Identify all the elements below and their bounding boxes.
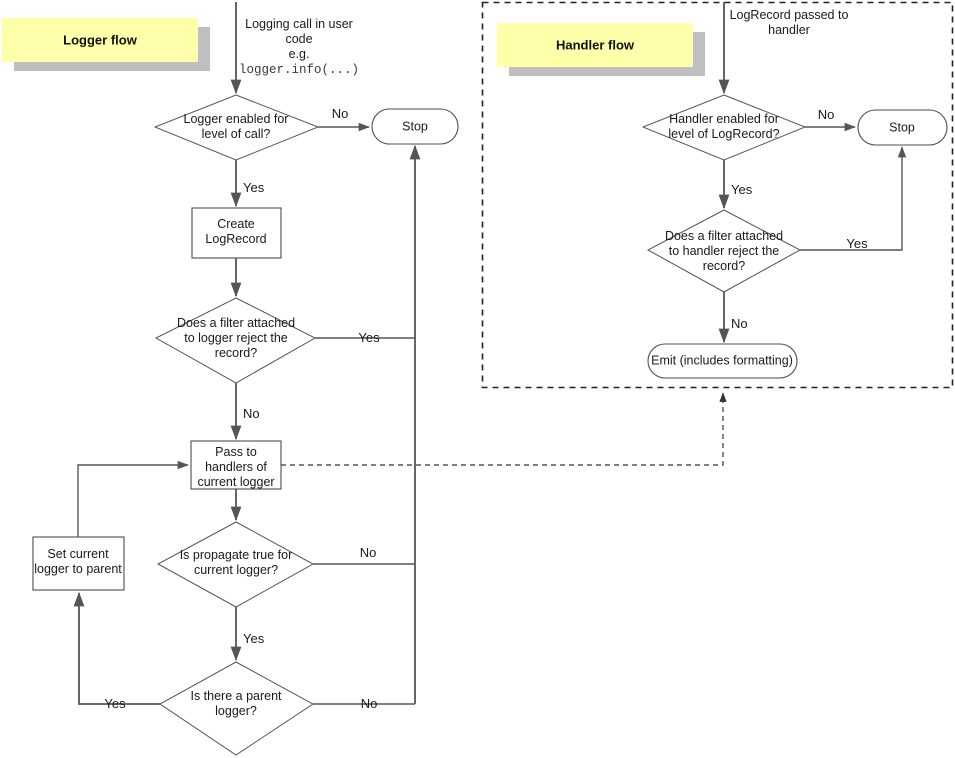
pass-to-handlers-line2: handlers of [205,460,267,474]
handler-stop-label: Stop [889,120,915,134]
edge-label-propagate-no: No [360,545,377,560]
edge-label-logger-enabled-yes: Yes [243,180,265,195]
handler-flow-banner-label: Handler flow [556,37,635,52]
logger-banner-body [2,18,198,62]
logger-entry-note-line1: Logging call in user [245,17,353,31]
handler-entry-note-line2: handler [768,23,810,37]
logger-enabled-line1: Logger enabled for [184,112,289,126]
logger-filter-line3: record? [215,346,257,360]
handler-filter-line1: Does a filter attached [665,229,783,243]
edge-label-parent-no: No [361,696,378,711]
logger-stop-label: Stop [402,119,428,133]
edge-parent-yes [73,591,160,705]
node-logger-stop: Stop [371,108,459,145]
node-logger-filter: Does a filter attached to logger reject … [154,297,317,384]
node-handler-enabled: Handler enabled for level of LogRecord? [641,94,807,161]
node-pass-to-handlers: Pass to handlers of current logger [190,440,282,490]
propagate-line2: current logger? [194,563,278,577]
create-logrecord-shape [191,207,282,259]
node-handler-stop: Stop [857,109,948,146]
logger-flow-banner: Logger flow [2,18,210,71]
parent-logger-line2: logger? [215,704,257,718]
logger-filter-line2: to logger reject the [184,331,288,345]
emit-shape [647,343,798,379]
node-parent-logger: Is there a parent logger? [159,661,314,756]
handler-entry-note: LogRecord passed to handler [730,8,849,37]
logger-entry-note-line2: code [285,32,312,46]
handler-stop-shape [857,109,948,146]
edge-label-handler-filter-no: No [731,316,748,331]
logger-flow-banner-label: Logger flow [63,32,138,47]
edge-label-handler-filter-yes: Yes [846,236,868,251]
handler-entry-note-line1: LogRecord passed to [730,8,849,22]
logger-entry-note-line3: e.g. [289,47,310,61]
handler-filter-line3: record? [703,259,745,273]
edge-label-logger-enabled-no: No [332,106,349,121]
parent-logger-line1: Is there a parent [190,689,282,703]
pass-to-handlers-line3: current logger [197,475,274,489]
logger-entry-note-code: logger.info(...) [239,63,359,77]
handler-flow-banner: Handler flow [497,23,705,76]
node-propagate: Is propagate true for current logger? [156,521,315,608]
handler-enabled-line1: Handler enabled for [669,112,779,126]
set-parent-line1: Set current [47,547,109,561]
handler-enabled-line2: level of LogRecord? [668,127,779,141]
logger-entry-note: Logging call in user code e.g. logger.in… [239,17,359,77]
create-logrecord-line1: Create [217,217,255,231]
edge-label-handler-enabled-no: No [818,107,835,122]
set-parent-shape [32,536,125,591]
node-create-logrecord: Create LogRecord [191,207,282,259]
node-logger-enabled: Logger enabled for level of call? [153,94,320,161]
edge-label-logger-filter-yes: Yes [358,330,380,345]
propagate-line1: Is propagate true for [180,548,293,562]
handler-filter-line2: to handler reject the [669,244,780,258]
create-logrecord-line2: LogRecord [205,232,266,246]
edge-handler-filter-yes [800,146,907,251]
node-set-current-logger-to-parent: Set current logger to parent [32,536,125,591]
set-parent-line2: logger to parent [34,562,122,576]
handler-banner-body [497,23,693,67]
logger-enabled-line2: level of call? [202,127,271,141]
edge-label-parent-yes: Yes [104,696,126,711]
node-handler-filter: Does a filter attached to handler reject… [646,209,802,293]
handler-flow-group-border [481,1,954,389]
edge-label-propagate-yes: Yes [243,631,265,646]
edge-pass-to-handler-flow [281,392,727,466]
emit-label: Emit (includes formatting) [651,353,793,367]
edge-label-handler-enabled-yes: Yes [731,182,753,197]
node-emit: Emit (includes formatting) [647,343,798,379]
logger-stop-shape [371,108,459,145]
parent-logger-diamond [159,661,314,756]
edge-label-logger-filter-no: No [243,406,260,421]
logger-filter-line1: Does a filter attached [177,316,295,330]
pass-to-handlers-line1: Pass to [215,445,257,459]
edge-set-parent-to-pass [77,460,189,537]
